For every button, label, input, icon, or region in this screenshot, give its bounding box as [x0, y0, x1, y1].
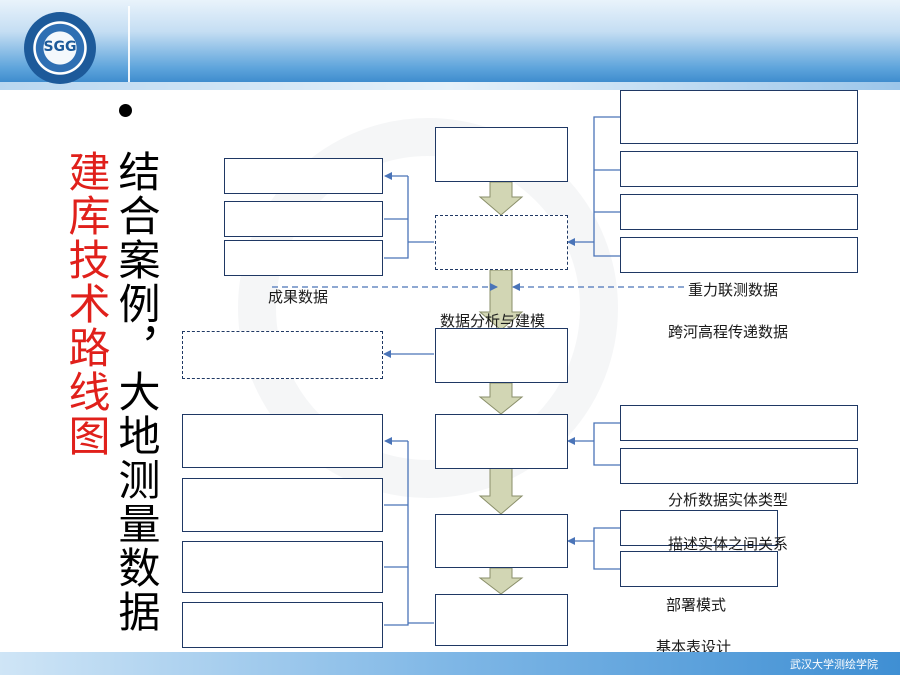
left-box-6 — [182, 478, 383, 532]
label-entity-relation: 描述实体之间关系 — [668, 535, 789, 553]
label-deploy-mode: 部署模式 — [666, 596, 727, 614]
label-analysis-modeling: 数据分析与建模 — [440, 312, 546, 330]
center-box-5 — [435, 514, 568, 568]
flow-arrow-3 — [478, 382, 524, 415]
right-box-5 — [620, 405, 858, 441]
right-box-1 — [620, 90, 858, 144]
right-box-2 — [620, 151, 858, 187]
right-box-4 — [620, 237, 858, 273]
center-box-1 — [435, 127, 568, 182]
flow-arrow-5 — [478, 567, 524, 595]
label-gravity-data: 重力联测数据 — [688, 281, 779, 299]
flow-arrow-1 — [478, 181, 524, 216]
left-box-dashed — [182, 331, 383, 379]
flow-arrow-4 — [478, 467, 524, 515]
center-box-3 — [435, 328, 568, 383]
footer-bar — [0, 652, 900, 675]
header-stripe — [0, 82, 900, 90]
left-box-3 — [224, 240, 383, 276]
label-river-data: 跨河高程传递数据 — [668, 323, 789, 341]
bullet-point — [119, 104, 132, 117]
label-results-data: 成果数据 — [268, 288, 329, 306]
right-box-7 — [620, 510, 778, 546]
header-banner — [0, 0, 900, 90]
footer-text: 武汉大学测绘学院 — [790, 658, 878, 671]
left-box-5 — [182, 414, 383, 468]
left-box-7 — [182, 541, 383, 593]
right-box-3 — [620, 194, 858, 230]
right-box-6 — [620, 448, 858, 484]
title-red: 建库技术路线图 — [62, 150, 111, 458]
center-box-analysis — [435, 215, 568, 270]
left-box-1 — [224, 158, 383, 194]
sgg-logo: SGG — [24, 12, 96, 84]
label-base-table: 基本表设计 — [656, 638, 732, 656]
logo-mark: SGG — [43, 39, 77, 55]
center-box-4 — [435, 414, 568, 469]
left-box-2 — [224, 201, 383, 237]
right-box-8 — [620, 551, 778, 587]
label-entity-type: 分析数据实体类型 — [668, 491, 789, 509]
left-box-8 — [182, 602, 383, 648]
header-divider — [128, 6, 130, 82]
title-black: 结合案例，大地测量数据 — [112, 150, 161, 634]
center-box-6 — [435, 594, 568, 646]
